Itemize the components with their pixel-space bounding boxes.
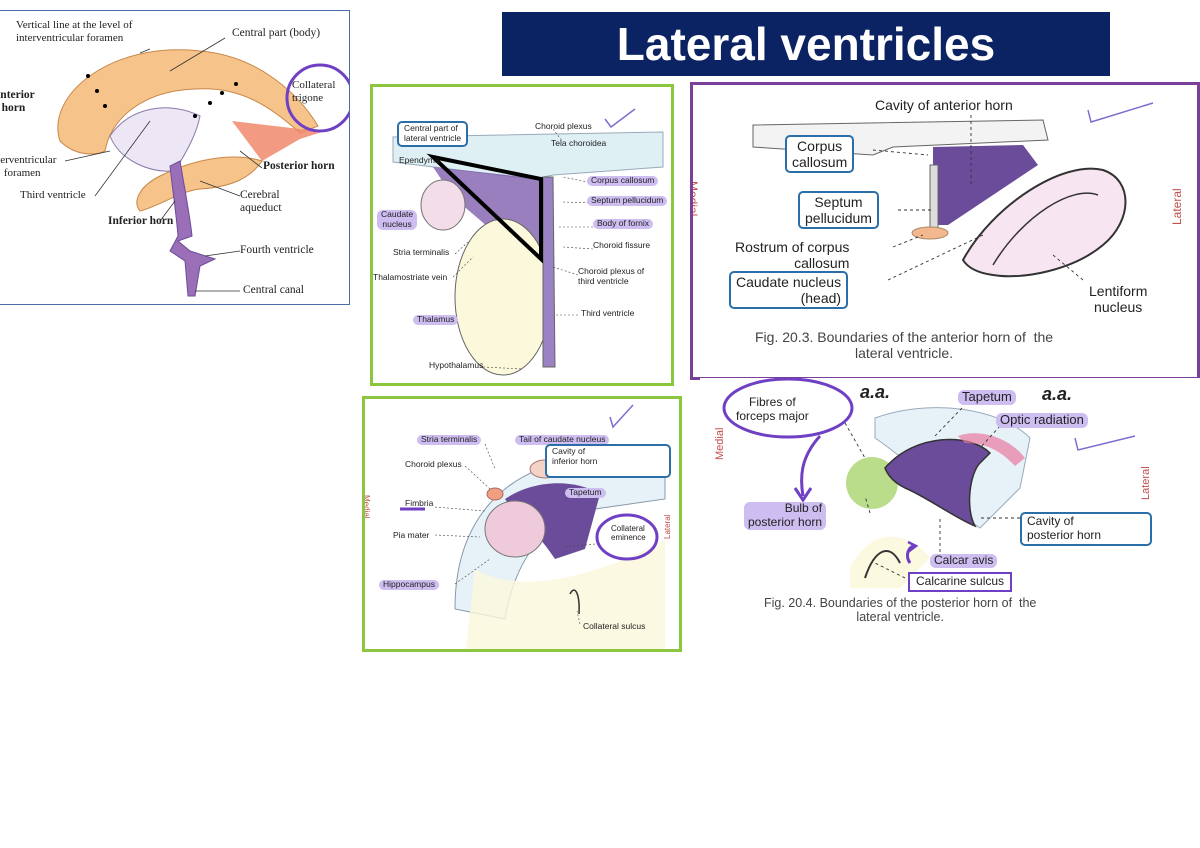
label-pia-mater: Pia mater	[393, 530, 430, 540]
panel-inferior-horn: Stria terminalis Tail of caudate nucleus…	[362, 396, 682, 652]
label-hippocampus: Hippocampus	[379, 579, 439, 590]
anterior-horn-drawing	[752, 102, 1154, 281]
label-posterior-horn: Posterior horn	[263, 160, 335, 172]
label-corpus-callosum-3: Corpus callosum	[785, 135, 855, 174]
caption-fig-20-3: Fig. 20.3. Boundaries of the anterior ho…	[755, 329, 1054, 362]
label-central-part: Central part (body)	[232, 27, 321, 39]
label-collateral-sulcus: Collateral sulcus	[583, 621, 646, 631]
caption-fig-20-4: Fig. 20.4. Boundaries of the posterior h…	[764, 596, 1037, 625]
label-collateral-trigone: Collateral trigone	[292, 79, 336, 104]
label-medial-4: Medial	[362, 495, 371, 519]
label-choroid-plexus-4: Choroid plexus	[405, 459, 462, 469]
label-lentiform: Lentiform nucleus	[1089, 283, 1148, 316]
label-bulb-posterior-horn: Bulb of posterior horn	[744, 501, 827, 530]
label-caudate-nucleus: Caudate nucleus	[377, 209, 418, 230]
label-cerebral-aqueduct: Cerebral aqueduct	[240, 189, 282, 215]
page-title: Lateral ventricles	[502, 12, 1110, 76]
label-fibres-forceps: Fibres of forceps major	[736, 395, 809, 423]
label-cavity-inferior: Cavity of inferior horn	[545, 444, 671, 478]
label-tail-caudate: Tail of caudate nucleus	[515, 434, 610, 445]
label-thalamostriate-vein: Thalamostriate vein	[373, 272, 448, 282]
label-tapetum-4: Tapetum	[565, 487, 606, 498]
annotation-aa-1: a.a.	[860, 382, 891, 402]
label-central-canal: Central canal	[243, 284, 304, 296]
panel-anterior-horn: Cavity of anterior horn Corpus callosum …	[690, 82, 1200, 380]
posterior-horn-drawing	[722, 378, 1136, 588]
inferior-horn-drawing	[400, 404, 666, 649]
label-choroid-plexus-third: Choroid plexus of third ventricle	[578, 266, 645, 286]
label-corpus-callosum: Corpus callosum	[587, 175, 659, 186]
label-body-of-fornix: Body of fornix	[593, 218, 653, 229]
label-calcarine-sulcus: Calcarine sulcus	[908, 572, 1013, 592]
panel-posterior-horn: Fibres of forceps major a.a. Tapetum a.a…	[700, 378, 1200, 633]
label-choroid-fissure: Choroid fissure	[593, 240, 651, 250]
label-ependyma: Ependyma	[399, 155, 440, 165]
label-collateral-eminence: Collateral eminence	[611, 524, 646, 543]
label-lateral-5: Lateral	[1140, 466, 1152, 500]
label-central-part-lateral: Central part of lateral ventricle	[397, 121, 469, 147]
label-septum-pellucidum-3: Septum pellucidum	[798, 191, 879, 230]
label-septum-pellucidum: Septum pellucidum	[587, 195, 668, 206]
label-interventricular-foramen: Interventricular foramen	[0, 154, 57, 179]
central-part-drawing	[392, 108, 664, 376]
label-optic-radiation: Optic radiation	[996, 412, 1088, 428]
label-tapetum-5: Tapetum	[958, 389, 1016, 405]
label-tela-choroidea: Tela choroidea	[551, 138, 607, 148]
panel-central-part-section: Central part of lateral ventricle Choroi…	[370, 84, 674, 386]
annotation-aa-2: a.a.	[1042, 384, 1073, 404]
label-cavity-posterior: Cavity of posterior horn	[1020, 512, 1152, 546]
label-rostrum: Rostrum of corpus callosum	[735, 239, 850, 272]
label-calcar-avis: Calcar avis	[930, 553, 998, 568]
label-medial-3: Medial	[690, 181, 700, 217]
panel-ventricular-system: Vertical line at the level of interventr…	[0, 10, 350, 305]
label-lateral-3: Lateral	[1170, 188, 1184, 225]
label-third-ventricle: Third ventricle	[20, 189, 86, 201]
label-cavity-anterior-horn: Cavity of anterior horn	[875, 97, 1013, 113]
label-inferior-horn: Inferior horn	[108, 215, 174, 227]
label-fimbria: Fimbria	[405, 498, 434, 508]
label-fourth-ventricle: Fourth ventricle	[240, 244, 314, 256]
label-choroid-plexus: Choroid plexus	[535, 121, 592, 131]
label-hypothalamus: Hypothalamus	[429, 360, 484, 370]
label-vertical-line: Vertical line at the level of interventr…	[16, 19, 133, 44]
label-stria-terminalis-4: Stria terminalis	[417, 434, 482, 445]
label-thalamus: Thalamus	[413, 314, 459, 325]
label-anterior-horn: Anterior horn	[0, 89, 35, 115]
label-stria-terminalis: Stria terminalis	[393, 247, 450, 257]
label-medial-5: Medial	[714, 427, 726, 460]
ventricular-system-drawing	[57, 37, 349, 297]
label-caudate-head: Caudate nucleus (head)	[729, 271, 849, 310]
label-lateral-4: Lateral	[663, 514, 672, 539]
label-third-ventricle-2: Third ventricle	[581, 308, 635, 318]
